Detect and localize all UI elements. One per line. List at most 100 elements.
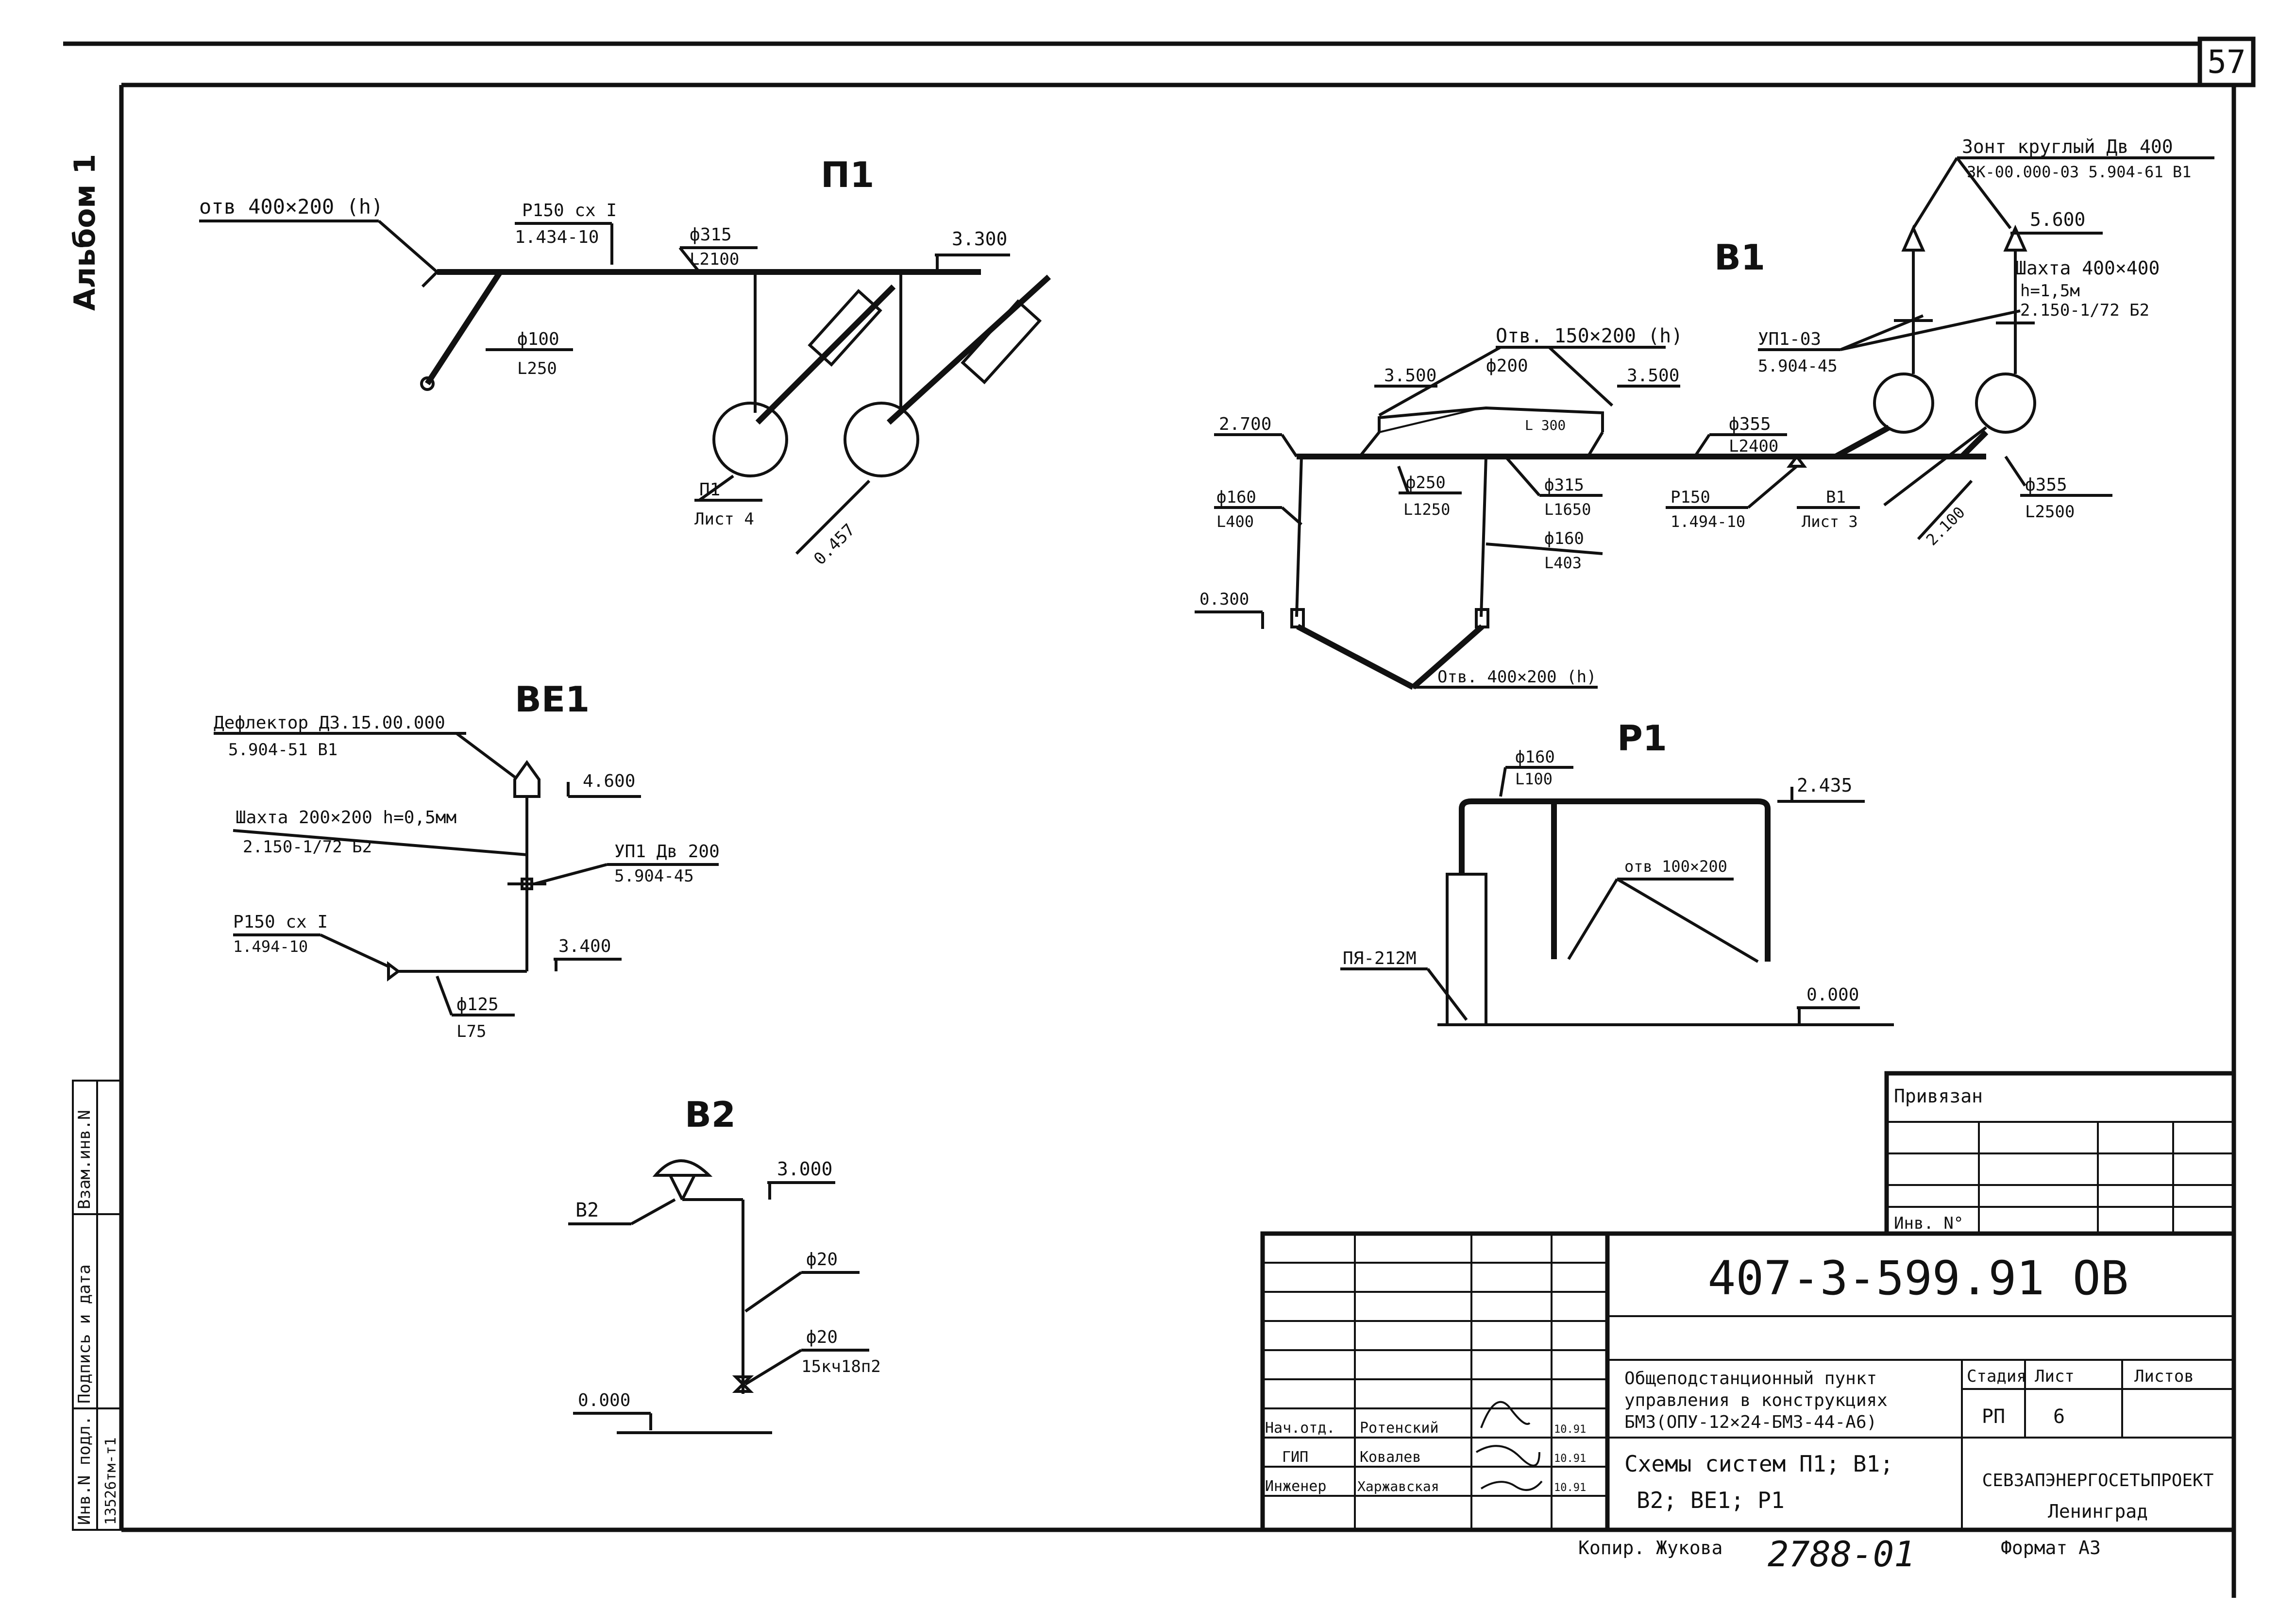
v1-valve-r: Р150 [1671, 488, 1710, 507]
p1-main-len: L2100 [690, 250, 739, 269]
sheet-header: Лист [2035, 1367, 2075, 1386]
title-ve1: ВЕ1 [515, 679, 590, 720]
v2-level-top: 3.000 [777, 1158, 832, 1180]
date-1: 10.91 [1554, 1423, 1586, 1436]
inv-no-label: Инв. N° [1894, 1214, 1963, 1233]
v1-len-355b: L2500 [2025, 502, 2075, 522]
stamp-inv-value: 13526тм-т1 [102, 1437, 119, 1525]
v1-fan-1 [1873, 373, 1934, 434]
ve1-deflector: Дефлектор Д3.15.00.000 [214, 713, 445, 733]
stamp-sign-date: Подпись и дата [75, 1264, 94, 1404]
v1-branch-bottom: Отв. 400×200 (h) [1437, 667, 1597, 687]
v2-dia-a: ф20 [806, 1250, 838, 1270]
stage-header: Стадия [1967, 1367, 2026, 1386]
object-line-3: БМЗ(ОПУ-12×24-БМЗ-44-А6) [1624, 1412, 1877, 1432]
ve1-dia: ф125 [456, 995, 499, 1015]
signatures [1475, 1401, 1543, 1491]
v1-shaft: Шахта 400×400 [2015, 257, 2160, 279]
name-2: Ковалев [1360, 1449, 1421, 1466]
ve1-level-top: 4.600 [583, 771, 635, 791]
album-label: Альбом 1 [68, 154, 102, 311]
stage-value: РП [1982, 1406, 2005, 1428]
stamp-inv-replace: Взам.инв.N [75, 1110, 94, 1209]
ve1-shaft: Шахта 200×200 h=0,5мм [236, 808, 456, 828]
footer-number: 2788-01 [1768, 1534, 1915, 1575]
v1-len-160b: L403 [1544, 554, 1582, 572]
r1-level-zero: 0.000 [1806, 985, 1859, 1005]
v1-len-200: L 300 [1525, 417, 1566, 433]
sheet-title-2: В2; ВЕ1; Р1 [1637, 1487, 1785, 1513]
org-city: Ленинград [2048, 1501, 2148, 1522]
date-3: 10.91 [1554, 1482, 1586, 1494]
org-name: СЕВЗАПЭНЕРГОСЕТЬПРОЕКТ [1982, 1471, 2214, 1490]
sheet-title-1: Схемы систем П1; В1; [1624, 1451, 1893, 1477]
ve1-level-low: 3.400 [558, 936, 611, 956]
name-3: Харжавская [1357, 1478, 1439, 1494]
sheet-value: 6 [2053, 1406, 2065, 1428]
p1-side-dia: ф100 [517, 329, 559, 349]
v1-dia-355b: ф355 [2025, 475, 2067, 495]
p1-elev-low: 0.457 [810, 520, 859, 569]
title-p1: П1 [821, 154, 874, 195]
role-1: Нач.отд. [1265, 1420, 1335, 1437]
v1-umbrella-doc: ЗК-00.000-03 5.904-61 В1 [1967, 163, 2191, 181]
v1-len-250: L1250 [1403, 500, 1450, 519]
role-2: ГИП [1282, 1449, 1308, 1466]
sheets-header: Листов [2134, 1367, 2194, 1386]
v1-unit-label: В1 [1826, 488, 1846, 507]
ve1-valve-up-doc: 5.904-45 [614, 866, 694, 886]
v1-level-350-b: 3.500 [1627, 366, 1679, 386]
v1-len-315: L1650 [1544, 500, 1591, 519]
p1-unit-label: П1 [699, 480, 720, 500]
left-stamp: Взам.инв.N Подпись и дата Инв.N подл. 13… [72, 1080, 122, 1531]
system-ve1: ВЕ1 Дефлектор Д3.15.00.000 5.904-51 В1 4… [214, 679, 720, 1041]
r1-dia: ф160 [1515, 747, 1555, 767]
bound-label: Привязан [1894, 1085, 1983, 1107]
ve1-valve-up: УП1 Дв 200 [614, 842, 720, 862]
v2-dia-b: ф20 [806, 1327, 838, 1347]
p1-main-dia: ф315 [690, 225, 732, 245]
v1-dia-250: ф250 [1406, 473, 1446, 492]
object-line-2: управления в конструкциях [1624, 1390, 1888, 1410]
system-v1: В1 Зонт круглый Дв 400 ЗК-00.000-03 5.90… [1195, 136, 2214, 690]
r1-branch: отв 100×200 [1624, 857, 1727, 876]
object-line-1: Общеподстанционный пункт [1624, 1369, 1877, 1389]
v1-level-350-a: 3.500 [1384, 366, 1436, 386]
v2-level-zero: 0.000 [578, 1390, 630, 1410]
ve1-shaft-doc: 2.150-1/72 Б2 [243, 837, 372, 857]
p1-branch-label: отв 400×200 (h) [199, 195, 383, 219]
v1-valve-r-doc: 1.494-10 [1671, 512, 1745, 531]
ve1-deflector-doc: 5.904-51 В1 [228, 740, 338, 760]
v1-level-top: 5.600 [2030, 209, 2085, 230]
stamp-inv-original: Инв.N подл. [75, 1416, 94, 1525]
r1-level-top: 2.435 [1797, 775, 1852, 796]
footer-copied: Копир. Жукова [1578, 1537, 1722, 1558]
v2-umbrella [652, 1159, 713, 1177]
system-v2: В2 В2 3.000 ф20 ф20 15кч18п2 0.000 [568, 1094, 881, 1434]
v1-dia-200: ф200 [1486, 356, 1528, 376]
system-p1: П1 отв 400×200 (h) Р150 сх I 1.434-10 ф3… [199, 154, 1051, 569]
title-v2: В2 [685, 1094, 736, 1135]
role-3: Инженер [1265, 1478, 1326, 1495]
v1-dia-160a: ф160 [1216, 488, 1256, 507]
ve1-valve-r: Р150 сх I [233, 912, 328, 932]
v1-branch-top: Отв. 150×200 (h) [1496, 325, 1683, 347]
p1-side-len: L250 [517, 359, 557, 378]
v1-dia-355: ф355 [1729, 414, 1771, 434]
p1-unit-sheet: Лист 4 [694, 509, 754, 529]
v1-len-355: L2400 [1729, 437, 1778, 456]
title-v1: В1 [1714, 237, 1765, 278]
v1-level-2700: 2.700 [1219, 414, 1271, 434]
r1-unit: ПЯ-212М [1343, 948, 1417, 968]
doc-code: 407-3-599.91 ОВ [1708, 1251, 2129, 1305]
v1-shaft-h: h=1,5м [2020, 281, 2080, 301]
v2-label: В2 [575, 1199, 599, 1221]
page-number: 57 [2207, 43, 2245, 81]
title-block: Привязан Инв. N° 407-3-599.91 ОВ Общепод… [1260, 1071, 2236, 1532]
ve1-valve-r-doc: 1.494-10 [233, 937, 308, 956]
v1-level-0300: 0.300 [1199, 590, 1249, 609]
date-2: 10.91 [1554, 1453, 1586, 1465]
p1-fan-2 [844, 402, 919, 477]
v1-valve-up-doc: 5.904-45 [1758, 356, 1838, 376]
